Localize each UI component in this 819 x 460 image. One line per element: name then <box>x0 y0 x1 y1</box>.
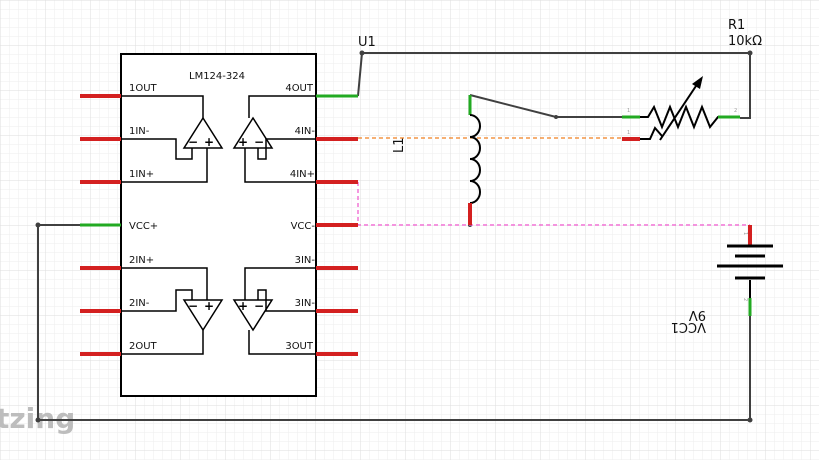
ic-part-name: LM124-324 <box>189 71 245 82</box>
label-1out: 1OUT <box>129 83 158 94</box>
ic-internal-wiring <box>121 95 316 355</box>
label-vcc-pos: VCC+ <box>129 221 158 232</box>
label-4out: 4OUT <box>285 83 314 94</box>
svg-text:+: + <box>204 299 214 313</box>
battery-pin2-number: 2 <box>742 298 748 301</box>
pot-resistor-zigzag <box>640 104 740 130</box>
opamp-2-symbol <box>182 299 224 332</box>
opamp-4-symbol <box>232 116 274 149</box>
svg-text:+: + <box>238 135 248 149</box>
potentiometer-r1[interactable]: R1 10kΩ 1 2 1 <box>622 18 762 141</box>
pot-pin1b-number: 1 <box>627 130 630 136</box>
label-1in-pos: 1IN+ <box>129 169 154 180</box>
pot-pin1-number: 1 <box>627 108 630 114</box>
battery-vcc1[interactable]: 1 2 9V VCC1 <box>671 225 783 334</box>
pot-value: 10kΩ <box>728 34 762 49</box>
pot-arrow-shaft <box>659 79 701 141</box>
ic-lm124[interactable]: −+ +− −+ +− LM124-324 U1 1OUT 1IN- 1IN+ … <box>80 35 376 397</box>
ic-body <box>120 53 317 397</box>
battery-value: 9V <box>689 307 706 322</box>
label-4in-pos: 4IN+ <box>290 169 315 180</box>
battery-ref: VCC1 <box>671 319 706 334</box>
ic-ref: U1 <box>358 35 376 50</box>
opamp-polarity-marks: −+ +− −+ +− <box>188 135 264 313</box>
opamp-1-symbol <box>182 116 224 149</box>
pot-ref: R1 <box>728 18 745 33</box>
svg-text:−: − <box>188 135 198 149</box>
svg-text:−: − <box>254 299 264 313</box>
pot-arrow-head <box>692 76 703 89</box>
battery-pin1-number: 1 <box>742 232 748 235</box>
inductor-l1[interactable]: L1 <box>392 95 481 225</box>
inductor-coil <box>469 114 481 204</box>
label-2in-pos: 2IN+ <box>129 255 154 266</box>
label-1in-neg: 1IN- <box>129 126 150 137</box>
label-2out: 2OUT <box>129 341 158 352</box>
junctions <box>35 50 753 423</box>
pot-body-lower <box>640 126 663 140</box>
label-4in-neg: 4IN- <box>295 126 316 137</box>
svg-text:−: − <box>254 135 264 149</box>
label-2in-neg: 2IN- <box>129 298 150 309</box>
ic-left-pins <box>80 94 121 356</box>
opamp-3-symbol <box>232 299 274 332</box>
inductor-ref: L1 <box>392 137 407 153</box>
label-3in-pos: 3IN- <box>295 255 316 266</box>
label-vcc-neg: VCC- <box>291 221 316 232</box>
label-3out: 3OUT <box>285 341 314 352</box>
svg-text:+: + <box>238 299 248 313</box>
svg-text:−: − <box>188 299 198 313</box>
pot-pin2-number: 2 <box>734 108 737 114</box>
ic-right-pins <box>316 94 358 356</box>
label-3in-neg: 3IN- <box>295 298 316 309</box>
svg-text:+: + <box>204 135 214 149</box>
